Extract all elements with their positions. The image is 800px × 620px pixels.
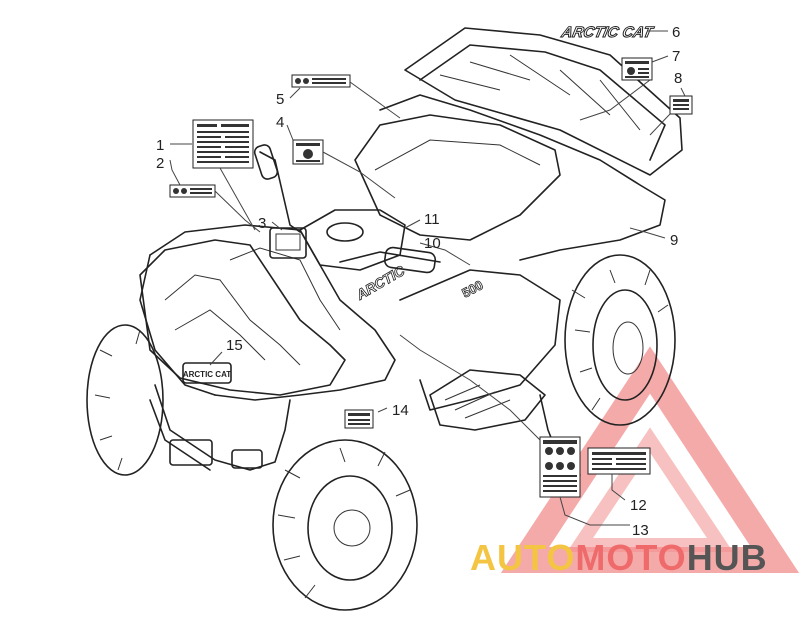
decal-footwell-label	[587, 447, 651, 475]
callout-12: 12	[630, 497, 647, 514]
callout-3: 3	[258, 215, 266, 232]
callout-labels: 1 2 3 4 5 6 7 8 9 10 11 12 13 14 15	[156, 24, 682, 539]
brand-decal-text: ARCTIC CAT	[559, 24, 656, 41]
callout-6: 6	[672, 24, 680, 41]
callout-8: 8	[674, 70, 682, 87]
decal-rack-warning	[621, 57, 653, 81]
decal-brand: ARCTIC CAT	[559, 24, 657, 42]
callout-13: 13	[632, 522, 649, 539]
leader-lines	[169, 30, 686, 526]
callout-5: 5	[276, 91, 284, 108]
decals: ARCTIC CAT	[169, 24, 693, 498]
callout-10: 10	[424, 235, 441, 252]
callout-2: 2	[156, 155, 164, 172]
callout-7: 7	[672, 48, 680, 65]
decal-info-placard	[192, 119, 254, 169]
decal-warning-strip-2	[169, 184, 216, 198]
atv-outline: ARCTIC CAT ARCTIC 500	[86, 27, 683, 611]
callout-9: 9	[670, 232, 678, 249]
callout-15: 15	[226, 337, 243, 354]
watermark-auto: AUTO	[470, 537, 575, 578]
callout-4: 4	[276, 114, 284, 131]
svg-text:AUTOMOTOHUB: AUTOMOTOHUB	[470, 537, 768, 578]
grille-badge	[182, 362, 232, 384]
grille-badge-text: ARCTIC CAT	[183, 370, 231, 379]
watermark-hub: HUB	[687, 537, 768, 578]
callout-11: 11	[424, 211, 440, 228]
decal-warning-strip-5	[291, 74, 351, 88]
callout-14: 14	[392, 402, 409, 419]
fender-text: ARCTIC	[353, 262, 408, 303]
decal-square-warning	[292, 139, 324, 165]
decal-fender-label	[344, 409, 374, 429]
callout-1: 1	[156, 137, 164, 154]
side-text: 500	[459, 277, 485, 300]
decal-large-warning	[539, 436, 581, 498]
watermark-moto: MOTO	[575, 537, 686, 578]
decal-small-tag	[669, 95, 693, 115]
watermark-text: AUTOMOTOHUB	[470, 537, 768, 578]
